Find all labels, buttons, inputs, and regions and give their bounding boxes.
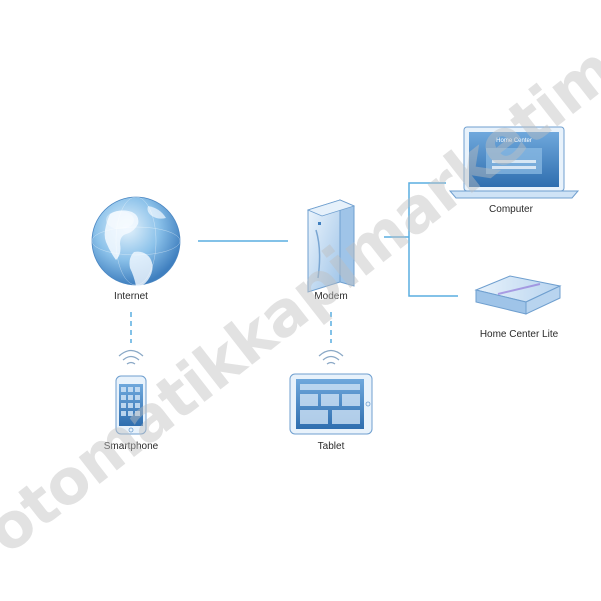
smartphone-icon — [115, 375, 147, 435]
internet-label: Internet — [114, 291, 148, 302]
wifi-icon — [118, 349, 144, 365]
home-center-lite-label: Home Center Lite — [479, 329, 559, 340]
tablet-icon — [289, 373, 373, 435]
tablet-label: Tablet — [317, 441, 345, 452]
laptop-screen-text: Home Center — [496, 138, 532, 144]
home-center-lite-icon — [474, 275, 562, 315]
connections — [130, 182, 458, 343]
computer-label: Computer — [489, 204, 533, 215]
link-modem-home-center — [408, 237, 458, 297]
globe-icon — [91, 196, 181, 287]
wifi-icon — [318, 349, 344, 365]
modem-icon — [306, 199, 356, 293]
link-modem-computer — [408, 182, 446, 237]
smartphone-label: Smartphone — [103, 441, 159, 452]
modem-label: Modem — [314, 291, 348, 302]
laptop-icon: Home Center — [448, 126, 580, 199]
